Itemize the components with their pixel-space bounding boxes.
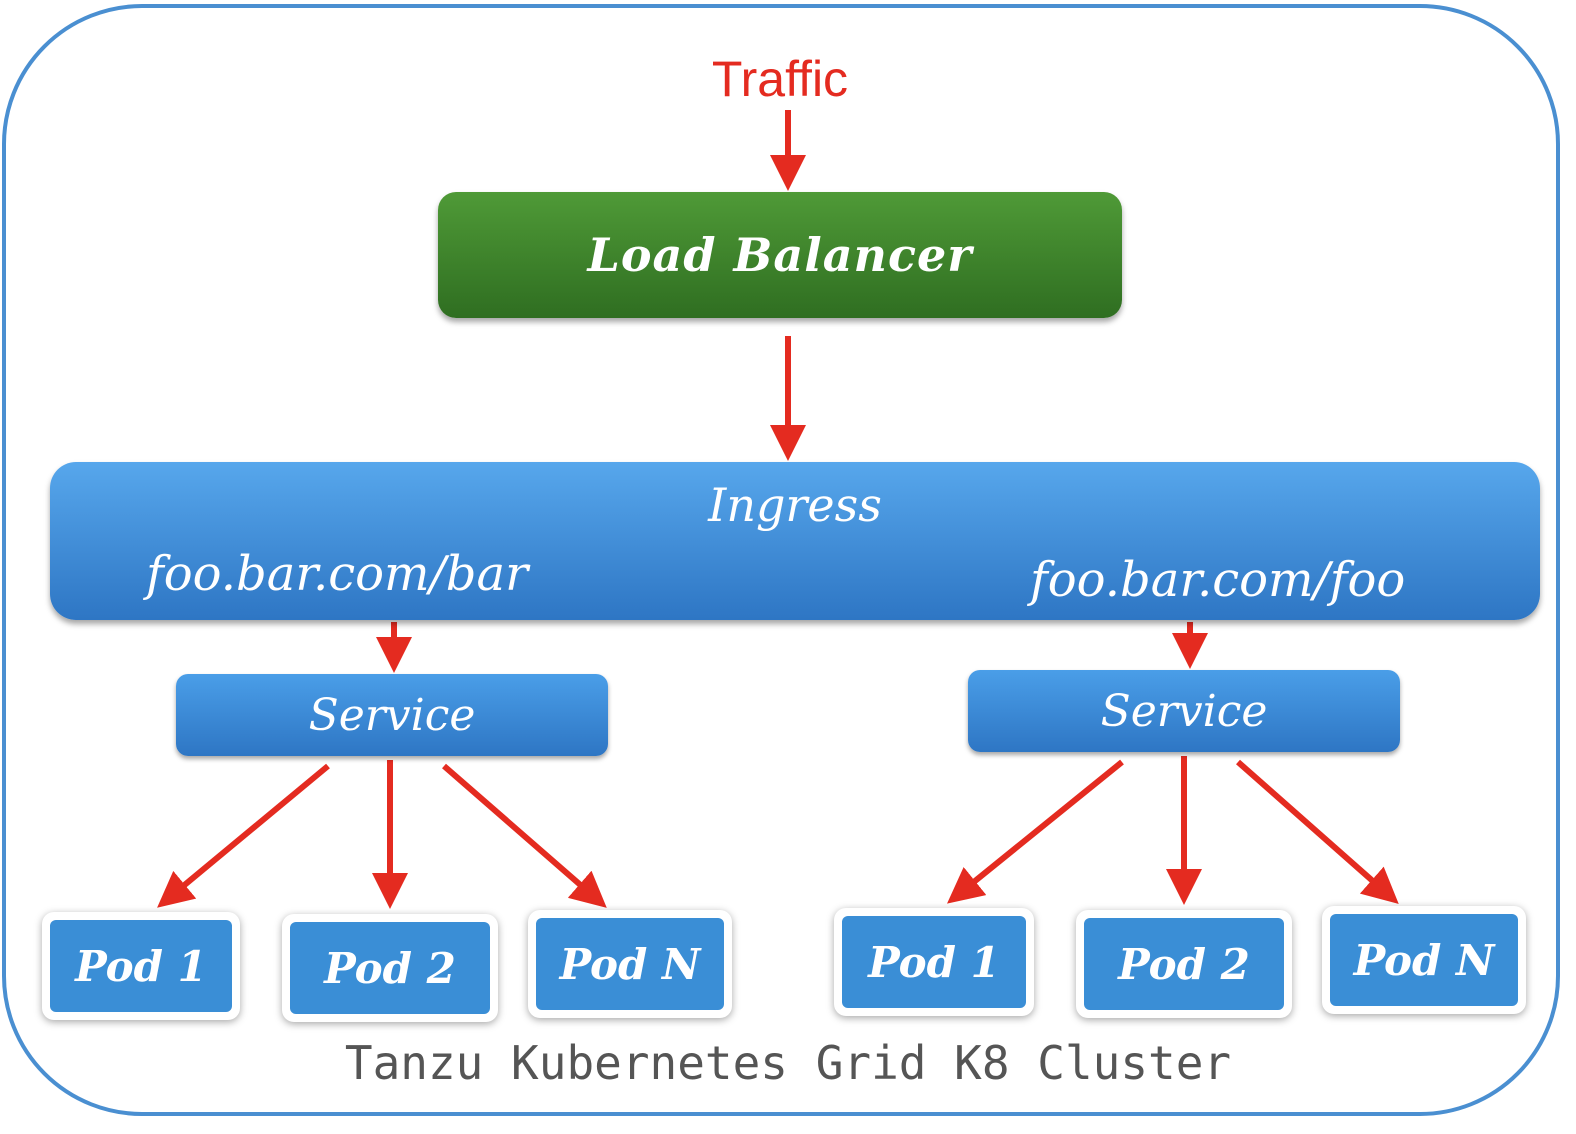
pod-box-left-2: Pod 2 (282, 914, 498, 1022)
pod-label: Pod 1 (50, 920, 232, 1012)
ingress-title: Ingress (708, 478, 882, 532)
service-box-left: Service (176, 674, 608, 756)
pod-box-left-n: Pod N (528, 910, 732, 1018)
ingress-box: Ingress foo.bar.com/bar foo.bar.com/foo (50, 462, 1540, 620)
pod-box-left-1: Pod 1 (42, 912, 240, 1020)
pod-label: Pod N (536, 918, 724, 1010)
ingress-route-foo: foo.bar.com/foo (1030, 552, 1406, 608)
load-balancer-label: Load Balancer (587, 228, 973, 282)
pod-label: Pod 2 (290, 922, 490, 1014)
pod-box-right-2: Pod 2 (1076, 910, 1292, 1018)
pod-box-right-1: Pod 1 (834, 908, 1034, 1016)
traffic-label: Traffic (711, 51, 849, 107)
pod-label: Pod 1 (842, 916, 1026, 1008)
ingress-route-bar: foo.bar.com/bar (146, 546, 529, 602)
service-box-right: Service (968, 670, 1400, 752)
pod-label: Pod N (1330, 914, 1518, 1006)
pod-box-right-n: Pod N (1322, 906, 1526, 1014)
cluster-label: Tanzu Kubernetes Grid K8 Cluster (344, 1036, 1232, 1090)
service-label: Service (1100, 685, 1268, 737)
load-balancer-box: Load Balancer (438, 192, 1122, 318)
pod-label: Pod 2 (1084, 918, 1284, 1010)
service-label: Service (308, 689, 476, 741)
